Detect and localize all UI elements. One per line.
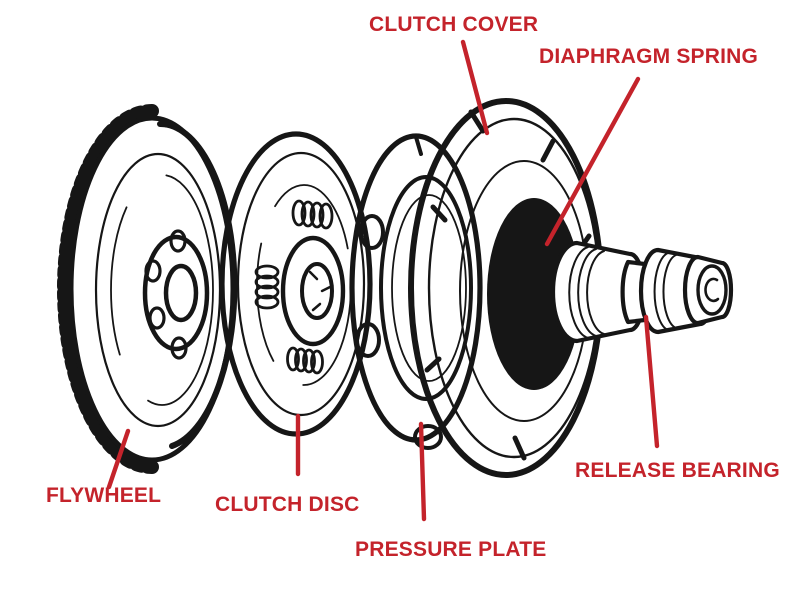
- release-bearing-drawing: [550, 240, 734, 344]
- flywheel-label: FLYWHEEL: [46, 484, 162, 507]
- pressure-plate-leader-line: [418, 421, 427, 522]
- leader-lines: [106, 39, 660, 522]
- clutch-cover-label: CLUTCH COVER: [369, 13, 539, 36]
- diaphragm-spring-shape: [487, 198, 581, 390]
- damper-spring-left: [254, 264, 280, 310]
- flywheel-drawing: [57, 104, 238, 474]
- release-bearing-label: RELEASE BEARING: [575, 459, 780, 482]
- damper-spring-top: [291, 199, 334, 230]
- clutch-cover-leader-line: [460, 39, 490, 136]
- clutch-disc-drawing: [219, 131, 373, 437]
- flywheel-leader-line: [106, 428, 131, 490]
- damper-spring-bottom: [286, 346, 324, 375]
- flywheel-teeth: [57, 104, 159, 474]
- pressure-plate-drawing: [349, 133, 483, 450]
- release-bearing-leader-line: [643, 314, 660, 449]
- clutch-disc-label: CLUTCH DISC: [215, 493, 360, 516]
- pressure-plate-label: PRESSURE PLATE: [355, 538, 547, 561]
- diaphragm-spring-leader-line: [544, 76, 641, 247]
- diaphragm-spring-label: DIAPHRAGM SPRING: [539, 45, 759, 68]
